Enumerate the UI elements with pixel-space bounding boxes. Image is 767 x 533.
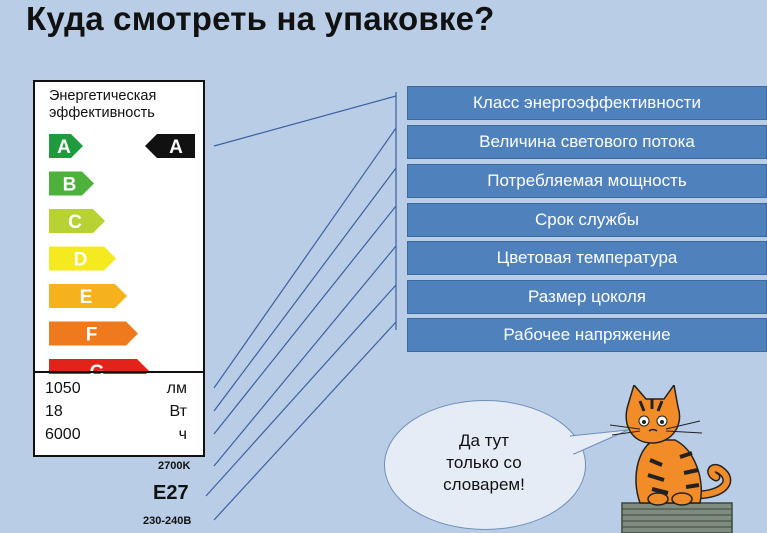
socket-text: E27 bbox=[153, 482, 189, 504]
energy-label-heading: Энергетическая эффективность bbox=[49, 88, 156, 122]
hours-unit: ч bbox=[178, 426, 187, 443]
watt-value: 18 bbox=[45, 403, 63, 420]
page-title: Куда смотреть на упаковке? bbox=[26, 0, 495, 37]
speech-bubble-tail bbox=[570, 429, 629, 455]
hours-value: 6000 bbox=[45, 426, 81, 443]
energy-class-letter-f: F bbox=[86, 325, 98, 346]
books-stack-icon bbox=[621, 502, 733, 533]
bubble-line-1: Да тут bbox=[459, 431, 509, 450]
energy-class-letter-b: B bbox=[63, 175, 77, 196]
box-energy-class: Класс энергоэффективности bbox=[407, 86, 767, 120]
lumen-unit: лм bbox=[166, 380, 187, 397]
bubble-line-3: словарем! bbox=[443, 475, 525, 494]
cat-illustration bbox=[609, 385, 733, 533]
box-socket-size: Размер цоколя bbox=[407, 280, 767, 314]
rating-arrow-icon bbox=[145, 134, 195, 158]
label-divider bbox=[35, 371, 203, 373]
speech-bubble bbox=[384, 400, 586, 530]
energy-class-bar-d bbox=[49, 246, 116, 271]
box-voltage: Рабочее напряжение bbox=[407, 318, 767, 352]
box-luminous-flux: Величина светового потока bbox=[407, 125, 767, 159]
bubble-line-2: только со bbox=[446, 453, 522, 472]
watt-unit: Вт bbox=[169, 403, 187, 420]
energy-class-bar-b bbox=[49, 171, 94, 196]
lumen-value: 1050 bbox=[45, 380, 81, 397]
energy-class-bar-g bbox=[49, 359, 149, 374]
heading-line-2: эффективность bbox=[49, 105, 155, 121]
energy-class-letter-a: A bbox=[57, 137, 71, 158]
energy-class-bar-c bbox=[49, 209, 105, 233]
heading-line-1: Энергетическая bbox=[49, 88, 157, 104]
energy-class-letter-e: E bbox=[80, 287, 93, 308]
energy-class-letter-d: D bbox=[74, 250, 88, 271]
color-temperature-text: 2700K bbox=[158, 460, 191, 472]
box-power: Потребляемая мощность bbox=[407, 164, 767, 198]
box-color-temperature: Цветовая температура bbox=[407, 241, 767, 275]
energy-class-letter-c: C bbox=[68, 212, 82, 233]
energy-class-bar-a bbox=[49, 134, 83, 158]
energy-class-bar-f bbox=[49, 321, 138, 346]
rating-letter: A bbox=[169, 137, 183, 158]
voltage-text: 230-240В bbox=[143, 515, 192, 527]
box-lifetime: Срок службы bbox=[407, 203, 767, 237]
energy-class-bar-e bbox=[49, 284, 127, 308]
bubble-text: Да тут только со словарем! bbox=[414, 430, 554, 496]
